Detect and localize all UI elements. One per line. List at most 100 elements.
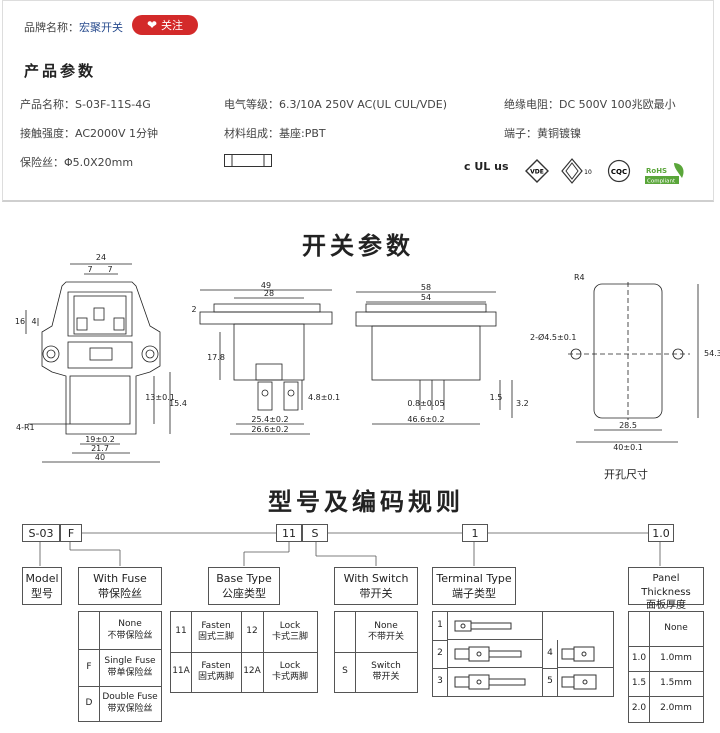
- switch-table: None 不带开关 S Switch 带开关: [334, 611, 418, 693]
- panel-table: None 1.0 1.0mm 1.5 1.5mm 2.0 2.0mm: [628, 611, 704, 723]
- spec-terminal: 端子：黄铜镀镍: [504, 127, 581, 140]
- panel-desc-1: 1.0mm: [649, 646, 703, 672]
- fuse-header: With Fuse 带保险丝: [78, 567, 162, 605]
- terminal-4-icon: [557, 640, 613, 668]
- switch-header: With Switch 带开关: [334, 567, 418, 605]
- base-code-11a: 11A: [171, 652, 192, 692]
- panel-header: Panel Thickness 面板厚度: [628, 567, 704, 611]
- svg-text:1.5: 1.5: [490, 393, 503, 402]
- svg-text:7: 7: [87, 265, 92, 274]
- terminal-header: Terminal Type 端子类型: [432, 567, 516, 605]
- spec-contact: 接触强度：AC2000V 1分钟: [20, 127, 159, 140]
- ul-cert-icon: c UL us: [464, 160, 509, 173]
- panel-code-2: 1.5: [629, 671, 650, 697]
- model-header: Model 型号: [22, 567, 62, 605]
- base-desc-12: Lock 卡式三脚: [263, 612, 317, 653]
- svg-text:2-Ø4.5±0.1: 2-Ø4.5±0.1: [530, 332, 576, 342]
- switch-code-0: [335, 612, 356, 653]
- base-table: 11 Fasten 固式三脚 12 Lock 卡式三脚 11A Fasten 固…: [170, 611, 318, 693]
- base-code-11: 11: [171, 612, 192, 653]
- panel-code-0: [629, 612, 650, 647]
- terminal-code-1: 1: [433, 612, 448, 641]
- code-f: F: [60, 524, 82, 542]
- product-panel: [2, 0, 714, 202]
- panel-desc-0: None: [649, 612, 703, 647]
- heart-icon: ❤: [146, 18, 158, 32]
- svg-text:4: 4: [31, 317, 36, 326]
- svg-text:28: 28: [264, 289, 274, 298]
- base-desc-12a: Lock 卡式两脚: [271, 660, 308, 682]
- panel-code-3: 2.0: [629, 696, 650, 722]
- terminal-3-icon: [447, 668, 543, 696]
- fuse-desc-0: None 不带保险丝: [99, 612, 161, 650]
- follow-button[interactable]: ❤ 关注: [132, 15, 198, 35]
- svg-text:Compliant: Compliant: [647, 179, 676, 185]
- fuse-desc-1: Single Fuse 带单保险丝: [99, 649, 161, 687]
- svg-text:25.4±0.2: 25.4±0.2: [251, 415, 288, 424]
- svg-text:17.8: 17.8: [207, 353, 225, 362]
- panel-desc-3: 2.0mm: [660, 703, 692, 714]
- svg-text:10: 10: [584, 169, 592, 176]
- svg-text:26.6±0.2: 26.6±0.2: [251, 425, 288, 434]
- terminal-code-3: 3: [433, 668, 448, 696]
- svg-text:54: 54: [421, 293, 431, 302]
- spec-model: 产品名称：S-03F-11S-4G: [20, 98, 151, 111]
- base-desc-11: Fasten 固式三脚: [191, 612, 242, 653]
- brand-name[interactable]: 宏聚开关: [79, 21, 123, 34]
- svg-text:49: 49: [261, 281, 271, 290]
- panel-desc-2: 1.5mm: [649, 671, 703, 697]
- code-s: S: [302, 524, 328, 542]
- svg-text:CQC: CQC: [611, 168, 627, 176]
- svg-text:24: 24: [96, 253, 106, 262]
- cutout-caption: 开孔尺寸: [604, 468, 648, 481]
- product-params-heading: 产品参数: [24, 62, 97, 80]
- code-1-0: 1.0: [648, 524, 674, 542]
- svg-text:16: 16: [15, 317, 25, 326]
- svg-text:40: 40: [95, 453, 105, 462]
- code-rule-title: 型号及编码规则: [268, 488, 464, 516]
- svg-text:40±0.1: 40±0.1: [613, 443, 643, 452]
- svg-text:7: 7: [107, 265, 112, 274]
- base-desc-11a: Fasten 固式两脚: [191, 652, 242, 692]
- switch-code-1: S: [335, 652, 356, 692]
- code-1: 1: [462, 524, 488, 542]
- fuse-icon: [224, 154, 272, 167]
- spec-insulation: 绝缘电阻：DC 500V 100兆欧最小: [504, 98, 676, 111]
- switch-desc-1: Switch 带开关: [371, 660, 401, 682]
- spec-rating: 电气等级：6.3/10A 250V AC(UL CUL/VDE): [224, 98, 448, 111]
- svg-text:13±0.1: 13±0.1: [145, 393, 175, 402]
- cqc-cert-icon: CQC: [607, 159, 631, 183]
- code-s03: S-03: [22, 524, 60, 542]
- fuse-table: None 不带保险丝 F Single Fuse 带单保险丝 D Double …: [78, 611, 162, 722]
- terminal-code-2: 2: [433, 640, 448, 669]
- code-connector-lines: [39, 532, 661, 566]
- switch-desc-0: None 不带开关: [355, 612, 417, 653]
- base-header: Base Type 公座类型: [208, 567, 280, 605]
- follow-label: 关注: [161, 19, 184, 32]
- svg-text:VDE: VDE: [530, 169, 544, 176]
- fuse-code-0: [79, 612, 100, 650]
- svg-text:58: 58: [421, 283, 431, 292]
- svg-text:21.7: 21.7: [91, 444, 109, 453]
- terminal-1-icon: [447, 612, 543, 640]
- svg-text:54.3: 54.3: [704, 349, 720, 358]
- svg-text:19±0.2: 19±0.2: [85, 435, 115, 444]
- code-11: 11: [276, 524, 302, 542]
- svg-text:0.8±0.05: 0.8±0.05: [407, 399, 444, 408]
- svg-text:3.2: 3.2: [516, 399, 529, 408]
- fuse-desc-2: Double Fuse 带双保险丝: [102, 692, 158, 714]
- spec-fuse: 保险丝：Φ5.0X20mm: [20, 156, 134, 169]
- svg-text:15.4: 15.4: [169, 399, 187, 408]
- svg-text:4.8±0.1: 4.8±0.1: [308, 393, 340, 402]
- spec-material: 材料组成：基座:PBT: [224, 127, 326, 140]
- svg-text:2: 2: [191, 305, 196, 314]
- panel-code-1: 1.0: [629, 646, 650, 672]
- fuse-code-1: F: [79, 649, 100, 687]
- svg-text:RoHS: RoHS: [646, 167, 667, 175]
- terminal-code-5: 5: [543, 668, 558, 696]
- fuse-code-2: D: [79, 686, 100, 721]
- switch-params-title: 开关参数: [302, 232, 414, 260]
- brand-label: 品牌名称：宏聚开关: [24, 21, 123, 34]
- terminal-code-4: 4: [543, 640, 558, 669]
- enec-cert-icon: 10: [561, 158, 592, 184]
